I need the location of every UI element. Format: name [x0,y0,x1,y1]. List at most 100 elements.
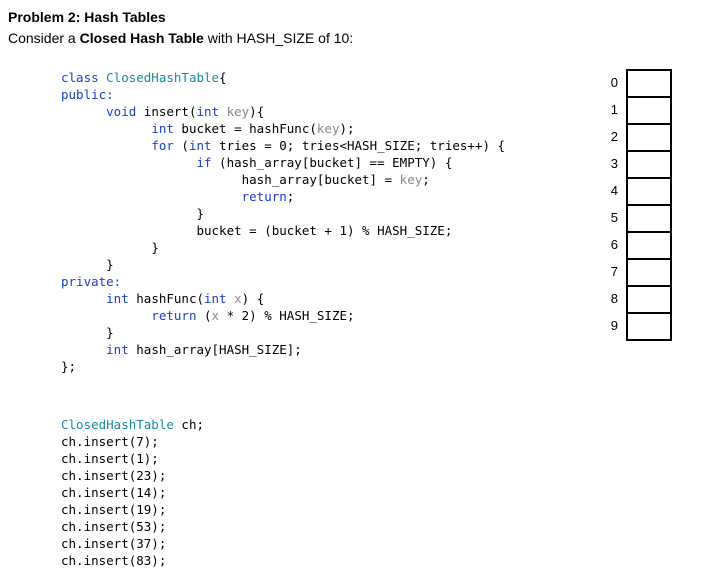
code-line: for (int tries = 0; tries<HASH_SIZE; tri… [61,137,505,154]
code-line: } [61,239,505,256]
code-line: int hash_array[HASH_SIZE]; [61,341,505,358]
hash-table-slot: 9 [611,312,672,341]
code-indent [61,240,151,255]
subtitle-bold: Closed Hash Table [79,30,204,46]
code-line: public: [61,86,505,103]
slot-index-label: 8 [610,291,618,306]
hash-table-slot: 5 [611,204,672,231]
hash-table-slot: 4 [611,177,672,204]
subtitle-prefix: Consider a [8,30,80,46]
code-line: int bucket = hashFunc(key); [61,120,505,137]
code-line: ch.insert(7); [61,433,204,450]
code-line: private: [61,273,505,290]
code-line: if (hash_array[bucket] == EMPTY) { [61,154,505,171]
problem-description: Consider a Closed Hash Table with HASH_S… [8,30,353,46]
code-line: hash_array[bucket] = key; [61,171,505,188]
code-token: if [196,155,220,170]
code-line: ch.insert(83); [61,552,204,569]
code-token: for [151,138,182,153]
code-line: ch.insert(37); [61,535,204,552]
slot-index-label: 5 [610,210,618,225]
code-token: } [106,325,114,340]
code-token: ch.insert(83); [61,553,167,568]
code-token: ch.insert(14); [61,485,167,500]
slot-index-label: 2 [610,129,618,144]
code-indent [61,138,151,153]
code-token: int [106,342,137,357]
code-token: ) { [241,291,265,306]
slot-index-label: 9 [610,318,618,333]
code-line: ch.insert(19); [61,501,204,518]
slot-index-label: 6 [610,237,618,252]
code-token: int [204,291,235,306]
code-indent [61,189,242,204]
code-indent [61,172,242,187]
hash-table-slot: 2 [611,123,672,150]
code-token: } [151,240,159,255]
code-token: key [399,172,423,187]
hash-table-slot: 1 [611,96,672,123]
code-token: bucket = hashFunc( [181,121,317,136]
code-token: tries = 0; tries<HASH_SIZE; tries++) { [219,138,506,153]
code-token: ch.insert(37); [61,536,167,551]
code-token: ( [204,308,212,323]
code-line: ch.insert(23); [61,467,204,484]
code-token: ClosedHashTable [106,70,220,85]
code-token: ); [339,121,355,136]
code-token: int [151,121,182,136]
code-line: ch.insert(53); [61,518,204,535]
code-token: key [226,104,250,119]
code-token: public: [61,87,114,102]
hash-table-slot: 6 [611,231,672,258]
code-line: bucket = (bucket + 1) % HASH_SIZE; [61,222,505,239]
class-definition-code: class ClosedHashTable{ public: void inser… [61,69,505,375]
code-indent [61,342,106,357]
code-token: hashFunc( [136,291,204,306]
code-line: ch.insert(1); [61,450,204,467]
code-token: ClosedHashTable [61,417,182,432]
code-token: { [219,70,227,85]
hash-table-slot: 7 [611,258,672,285]
code-token: class [61,70,107,85]
code-token: void [106,104,144,119]
code-token: ch.insert(1); [61,451,159,466]
code-line: ch.insert(14); [61,484,204,501]
code-indent [61,325,106,340]
code-token: ; [422,172,430,187]
code-indent [61,121,151,136]
code-token: (hash_array[bucket] == EMPTY) { [219,155,453,170]
code-token: } [196,206,204,221]
slot-index-label: 3 [610,156,618,171]
subtitle-suffix: with HASH_SIZE of 10: [203,30,354,46]
code-token: }; [61,359,77,374]
code-line: } [61,205,505,222]
code-token: int [188,138,220,153]
code-token: insert( [143,104,197,119]
code-token: ch; [181,417,204,432]
problem-title: Problem 2: Hash Tables [8,9,166,25]
code-token: ch.insert(23); [61,468,167,483]
code-token: key [316,121,340,136]
code-indent [61,308,151,323]
code-token: return [241,189,287,204]
code-token: ; [286,189,295,204]
code-token: return [151,308,204,323]
hash-table-slot: 8 [611,285,672,312]
code-token: * 2) % HASH_SIZE; [219,308,355,323]
code-token: } [106,257,114,272]
code-indent [61,257,106,272]
code-token: x [211,308,220,323]
slot-index-label: 0 [610,75,618,90]
code-line: ClosedHashTable ch; [61,416,204,433]
hash-table-slot: 3 [611,150,672,177]
code-indent [61,206,196,221]
code-token: hash_array[HASH_SIZE]; [136,342,302,357]
code-token: x [234,291,242,306]
code-token: bucket = (bucket + 1) % HASH_SIZE; [196,223,453,238]
usage-code: ClosedHashTable ch;ch.insert(7);ch.inser… [61,416,204,569]
code-line: } [61,324,505,341]
code-line: return; [61,188,505,205]
hash-table-diagram: 0 1 2 3 4 5 6 7 8 9 [611,69,672,341]
code-token: ch.insert(53); [61,519,167,534]
code-token: int [106,291,137,306]
